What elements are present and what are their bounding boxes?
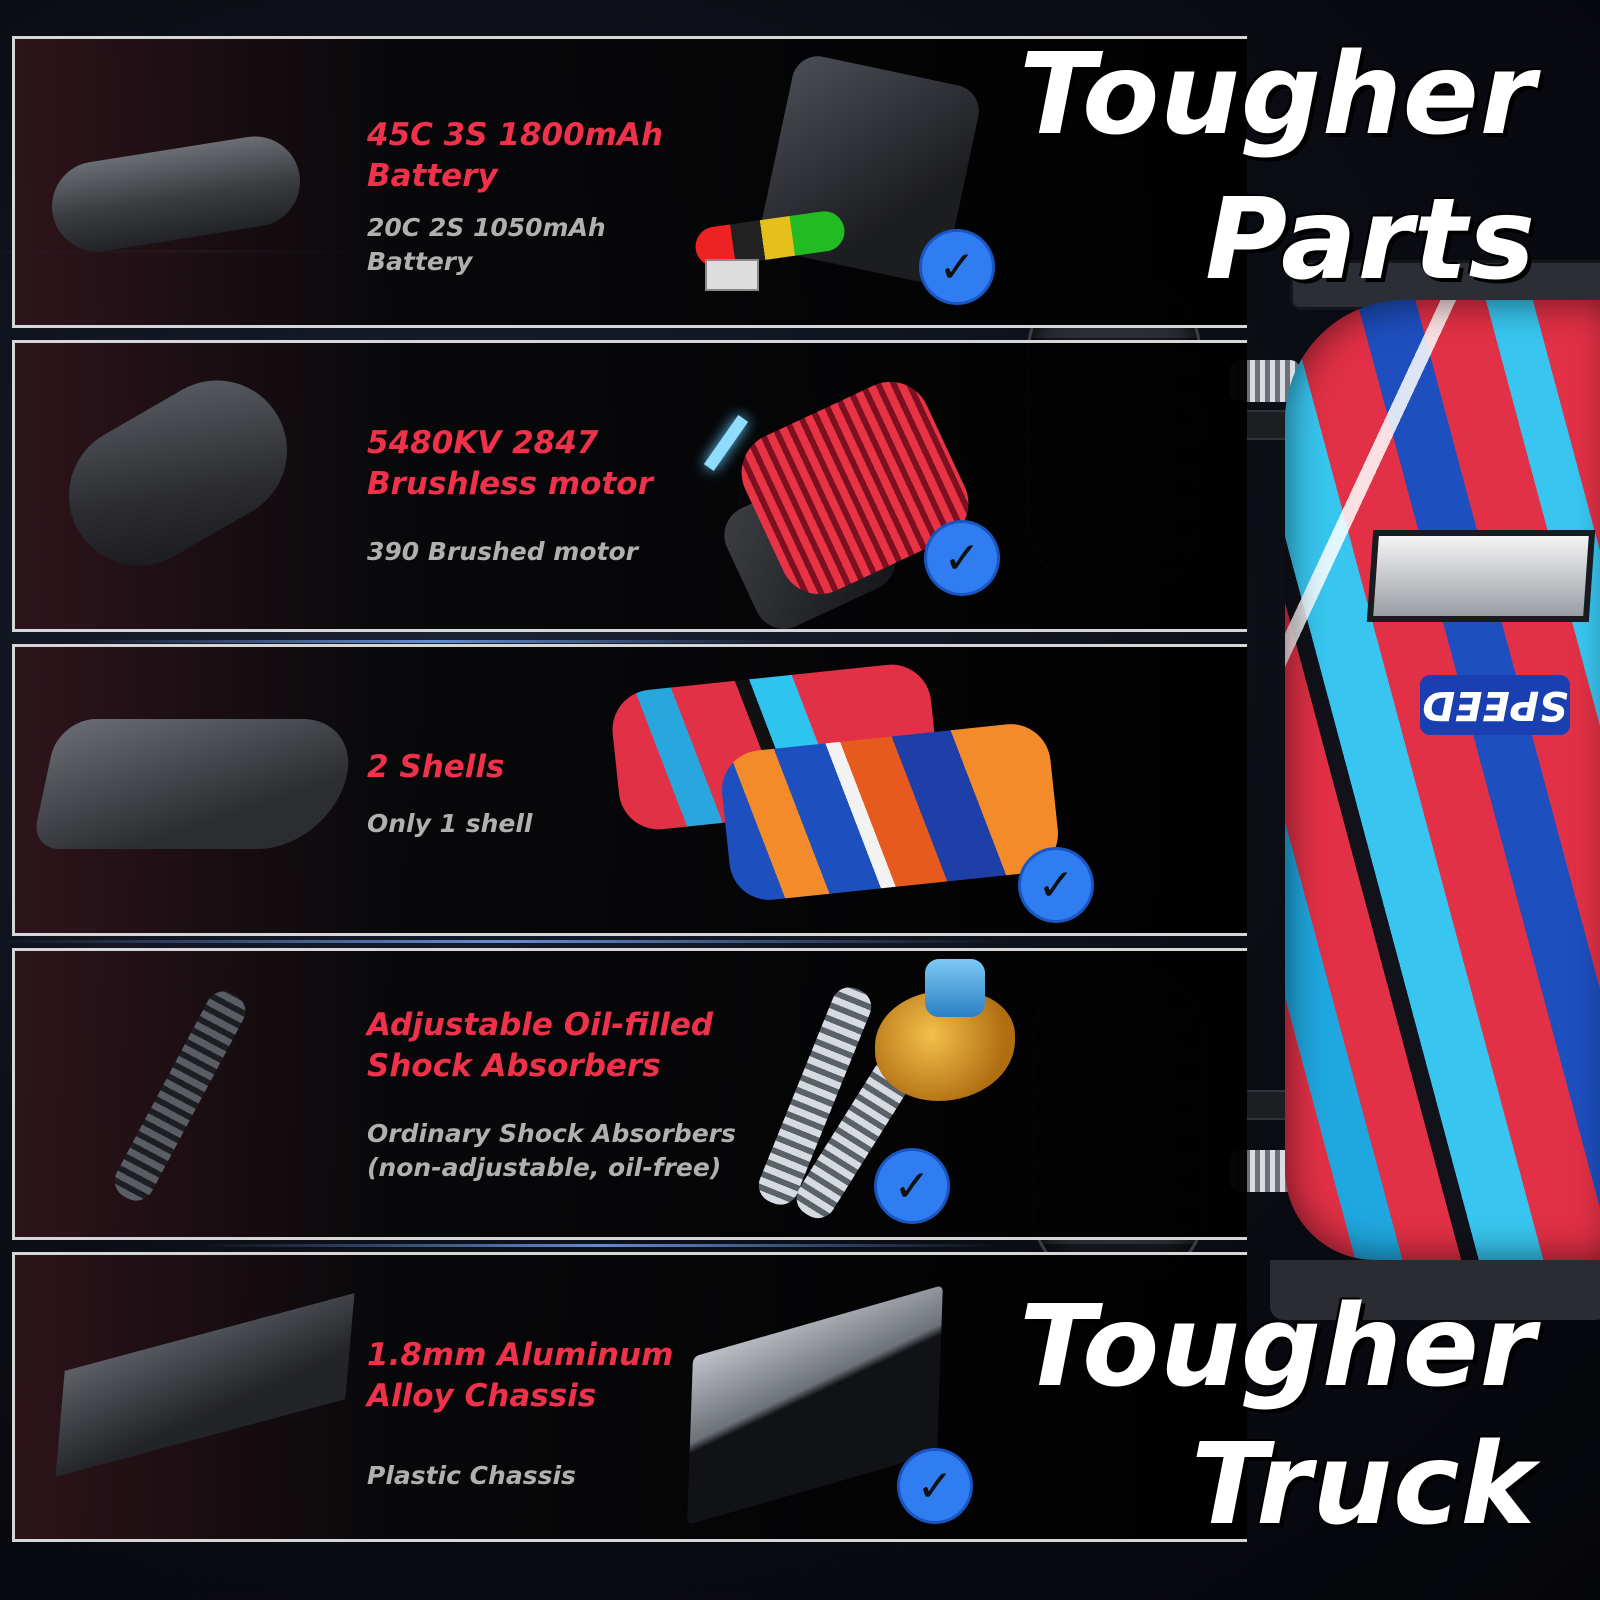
heading-truck: Truck — [1191, 1420, 1536, 1550]
feature-title: 2 Shells — [367, 749, 505, 785]
shock-cap-image — [925, 959, 985, 1017]
old-shock-image — [108, 985, 252, 1207]
old-battery-image — [45, 129, 307, 259]
check-circle-icon: ✓ — [900, 1451, 970, 1521]
heading-tougher-bottom: Tougher — [1019, 1282, 1536, 1412]
heading-parts: Parts — [1205, 175, 1536, 305]
check-circle-icon: ✓ — [922, 232, 992, 302]
speed-logo: SPEED — [1420, 675, 1570, 735]
feature-row-motor: 5480KV 2847 Brushless motor 390 Brushed … — [12, 340, 1247, 639]
feature-row-shocks: Adjustable Oil-filled Shock Absorbers Or… — [12, 948, 1247, 1240]
check-circle-icon: ✓ — [927, 523, 997, 593]
speed-line — [80, 640, 780, 643]
battery-plug-image — [705, 259, 759, 291]
feature-row-chassis: 1.8mm Aluminum Alloy Chassis Plastic Cha… — [12, 1252, 1247, 1542]
feature-row-battery: 45C 3S 1800mAh Battery 20C 2S 1050mAh Ba… — [12, 36, 1247, 328]
feature-subtitle: Only 1 shell — [367, 809, 533, 838]
feature-row-shells: 2 Shells Only 1 shell ✓ — [12, 644, 1247, 936]
old-shell-image — [31, 719, 359, 849]
feature-subtitle: 20C 2S 1050mAh Battery — [367, 213, 606, 276]
feature-subtitle: 390 Brushed motor — [367, 537, 638, 566]
feature-title: 1.8mm Aluminum Alloy Chassis — [367, 1337, 674, 1414]
speed-line — [200, 1244, 1000, 1247]
heading-tougher-top: Tougher — [1019, 30, 1536, 160]
feature-title: 5480KV 2847 Brushless motor — [367, 425, 653, 502]
check-circle-icon: ✓ — [877, 1151, 947, 1221]
feature-title: Adjustable Oil-filled Shock Absorbers — [367, 1007, 714, 1084]
check-circle-icon: ✓ — [1021, 850, 1091, 920]
truck-bumper — [1270, 1260, 1600, 1320]
old-chassis-image — [55, 1293, 355, 1477]
speed-line — [0, 940, 1000, 943]
feature-subtitle: Plastic Chassis — [367, 1461, 576, 1490]
old-motor-image — [43, 354, 313, 592]
feature-title: 45C 3S 1800mAh Battery — [367, 117, 664, 194]
truck-windshield — [1366, 530, 1596, 622]
feature-subtitle: Ordinary Shock Absorbers (non-adjustable… — [367, 1119, 736, 1182]
truck-body-shell — [1285, 300, 1600, 1260]
